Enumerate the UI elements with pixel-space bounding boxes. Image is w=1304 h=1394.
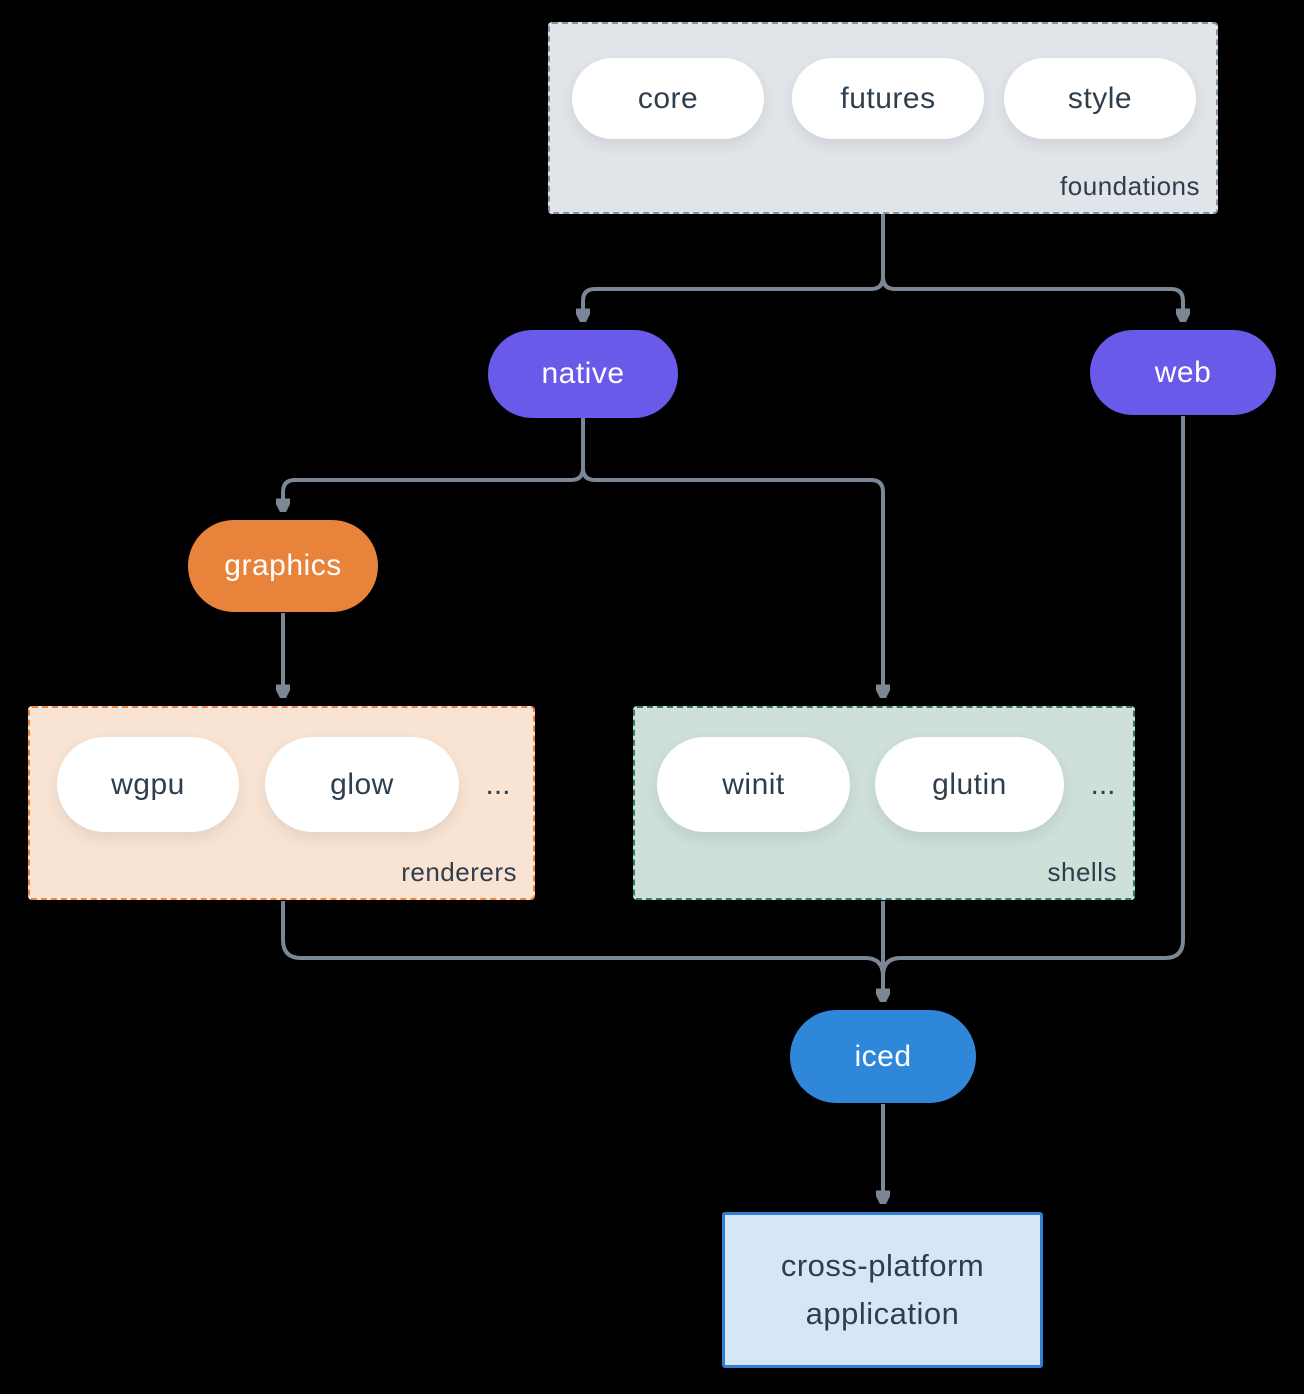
node-iced-label: iced (854, 1039, 912, 1073)
node-wgpu-label: wgpu (111, 767, 185, 801)
edge-native-graphics (283, 418, 585, 510)
node-cross-platform-application-label: cross-platform application (780, 1248, 985, 1331)
shells-group: winit glutin ... shells (633, 706, 1135, 900)
shells-ellipsis: ... (1090, 767, 1116, 801)
node-winit: winit (657, 737, 850, 832)
edge-foundations-native (583, 213, 885, 320)
node-core-label: core (637, 81, 699, 115)
node-glow: glow (265, 737, 459, 832)
edge-native-shells (581, 418, 883, 696)
edge-foundations-web (881, 213, 1183, 320)
foundations-group-label: foundations (1060, 171, 1200, 201)
node-futures-label: futures (840, 81, 936, 115)
node-graphics-label: graphics (224, 549, 342, 582)
edge-renderers-merge (281, 901, 885, 977)
node-iced: iced (790, 1010, 976, 1103)
node-native-label: native (541, 357, 625, 390)
renderers-group-label: renderers (401, 857, 517, 887)
node-web-label: web (1154, 355, 1212, 389)
node-graphics: graphics (188, 520, 378, 612)
node-wgpu: wgpu (57, 737, 239, 832)
node-core: core (572, 58, 764, 139)
node-winit-label: winit (722, 767, 785, 801)
renderers-ellipsis: ... (485, 767, 511, 801)
node-cross-platform-application: cross-platform application (722, 1212, 1043, 1368)
node-futures: futures (792, 58, 984, 139)
node-web: web (1090, 330, 1276, 415)
renderers-group: wgpu glow ... renderers (28, 706, 535, 900)
shells-group-label: shells (1047, 857, 1117, 887)
foundations-group: core futures style foundations (548, 22, 1218, 214)
node-glutin-label: glutin (932, 767, 1007, 801)
node-native: native (488, 330, 678, 418)
node-glow-label: glow (330, 767, 394, 801)
node-style-label: style (1067, 81, 1133, 115)
node-style: style (1004, 58, 1196, 139)
node-glutin: glutin (875, 737, 1064, 832)
edge-web-merge (881, 416, 1185, 977)
